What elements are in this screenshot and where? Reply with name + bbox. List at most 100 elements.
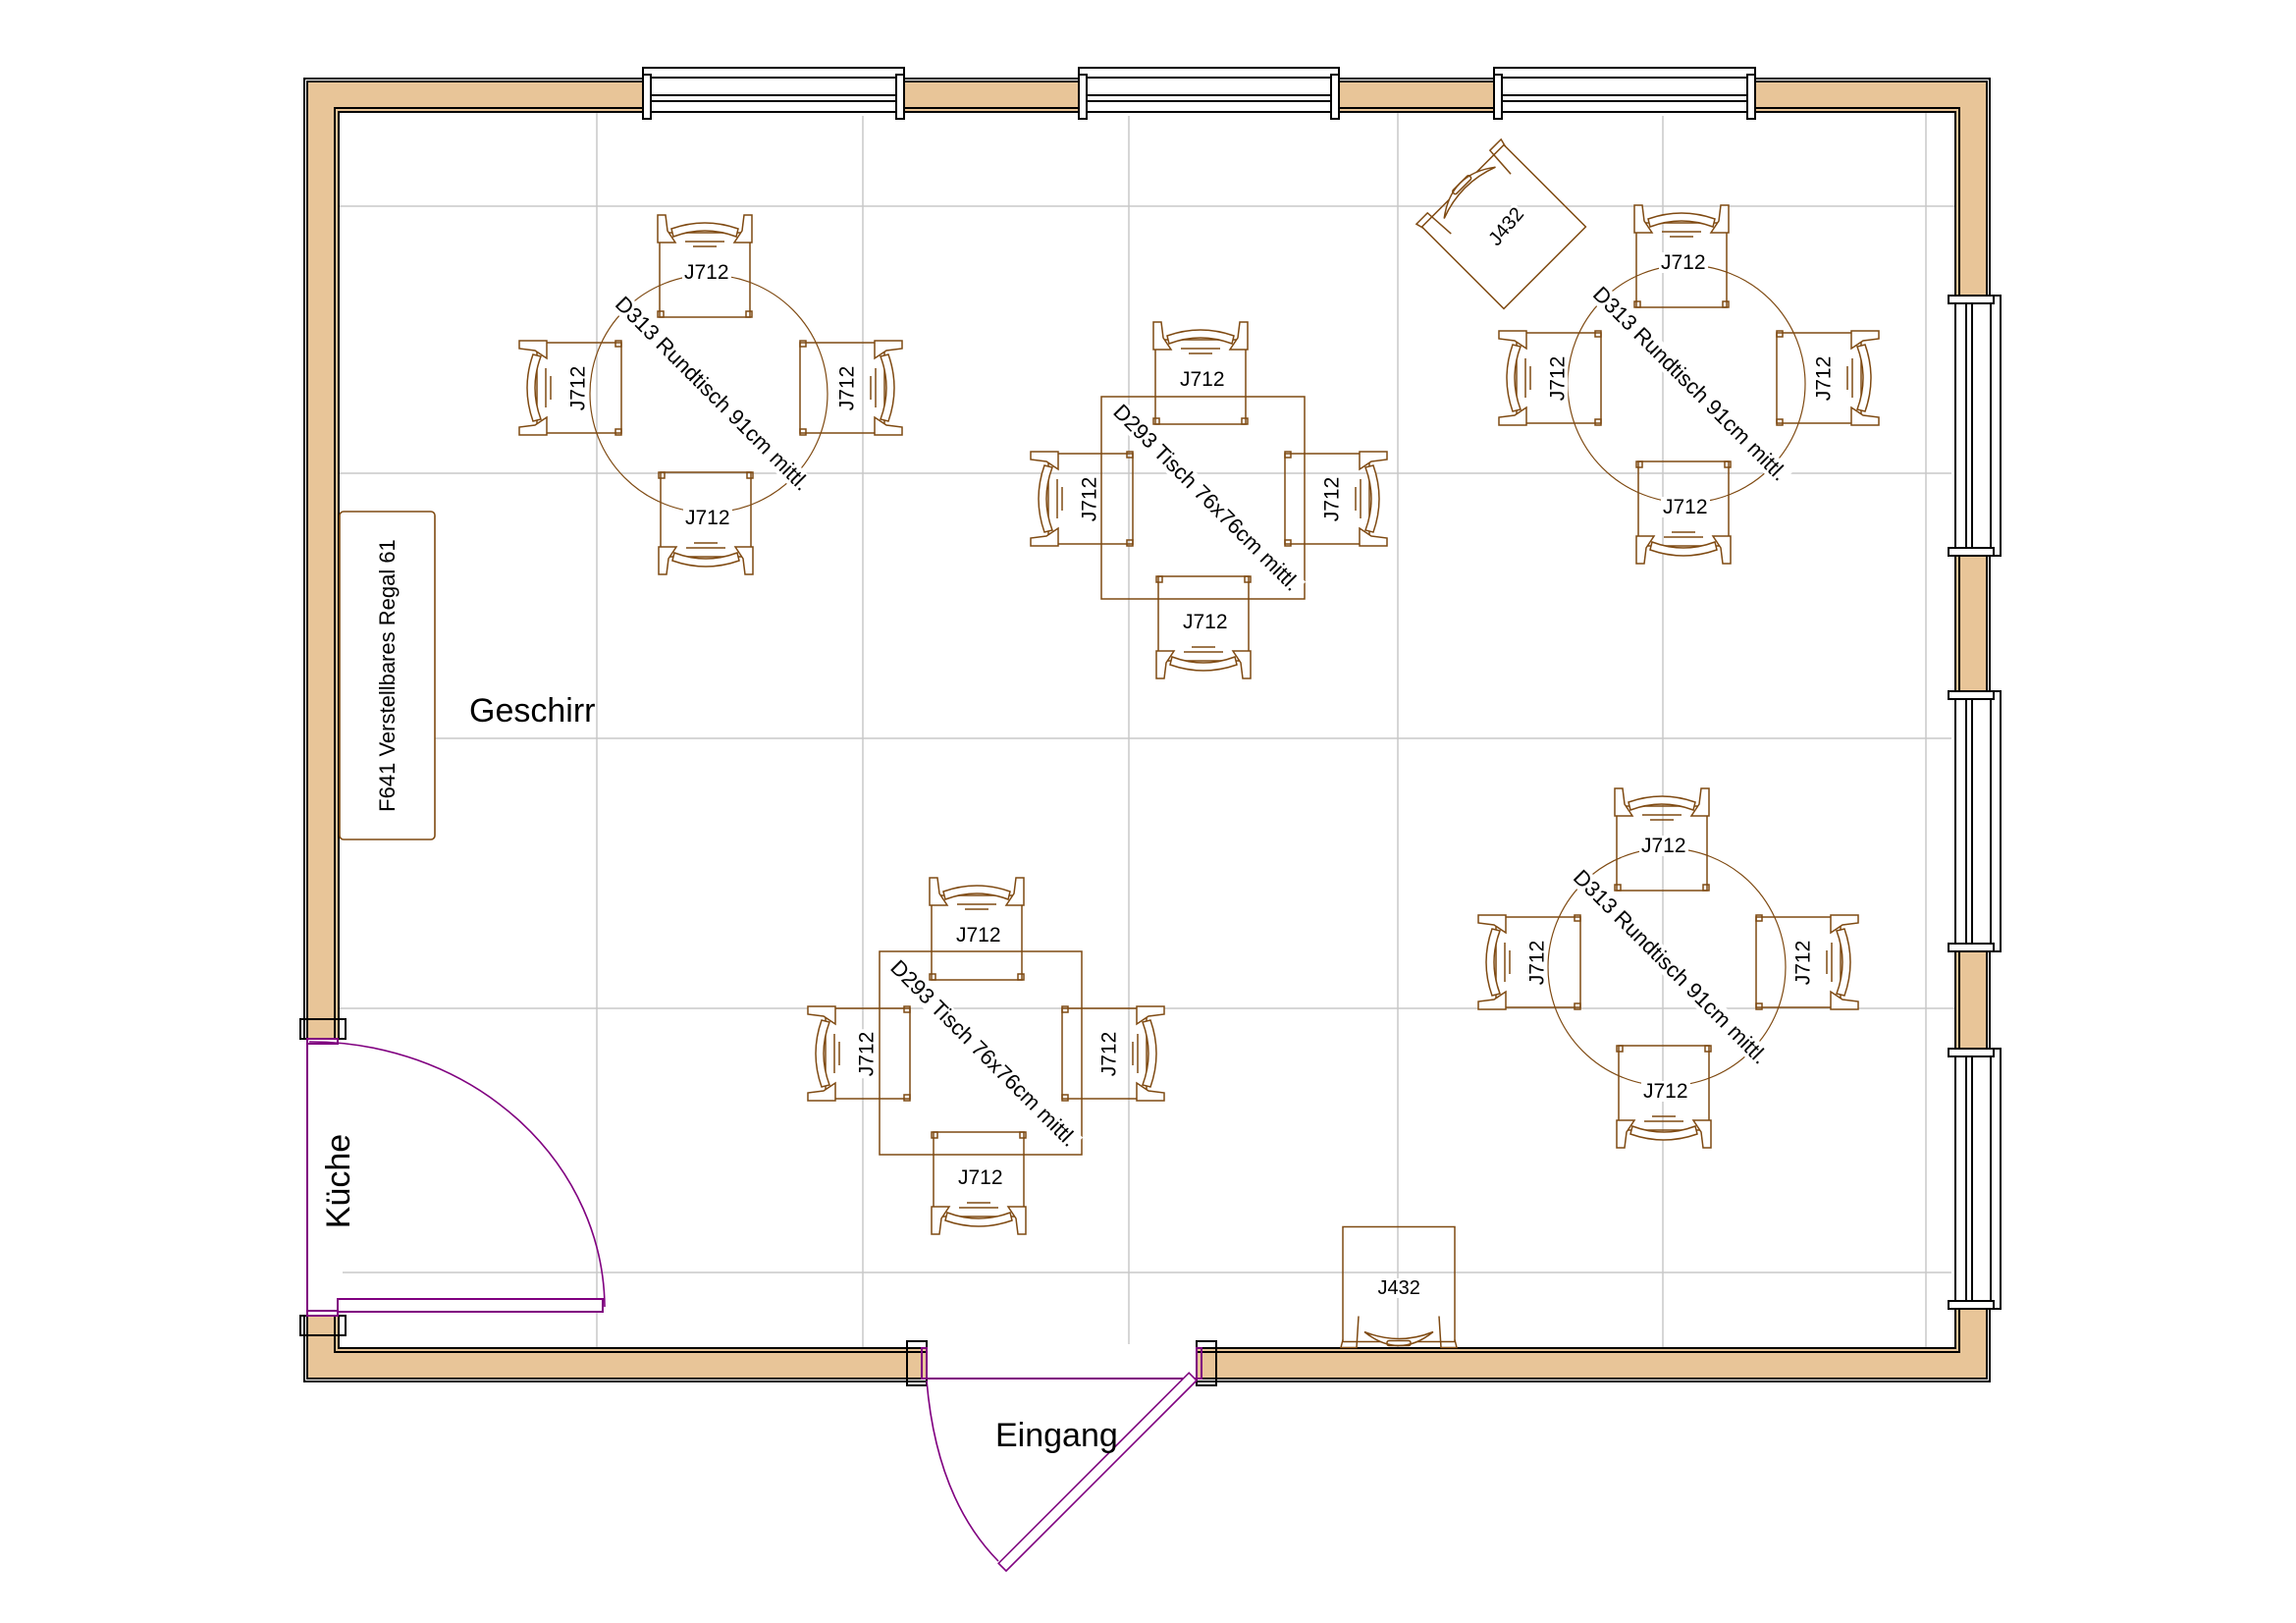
chair-label: J712 [683, 506, 732, 529]
chair-seat [536, 342, 622, 434]
chair-arm [732, 214, 753, 243]
table-square-2 [807, 877, 1165, 1235]
window-right [1948, 690, 2002, 952]
chair-seat [1616, 805, 1708, 892]
window-sill [1078, 67, 1340, 77]
chair-label: J712 [1320, 474, 1344, 523]
chair-arm [1830, 914, 1859, 935]
shelf-outline [339, 511, 436, 840]
chair-backrest [1506, 344, 1522, 412]
chair-arm [1635, 535, 1656, 565]
grid-lines [339, 112, 1955, 1348]
chair-arm [1030, 526, 1059, 547]
door-leaf [997, 1372, 1199, 1573]
chair-arm [1616, 1119, 1636, 1149]
chair-arm [658, 546, 678, 575]
chair-arm [874, 340, 903, 360]
chair-label: J712 [1812, 353, 1836, 403]
window-jamb [1948, 295, 1995, 304]
chair-j712 [1477, 914, 1581, 1010]
window-right [1948, 1048, 2002, 1310]
chair-j712 [1614, 787, 1710, 892]
window-sill [1992, 295, 2002, 557]
chair-label: J712 [835, 363, 859, 412]
window-jamb [895, 74, 905, 120]
chair-seat [1047, 453, 1134, 545]
chair-arm [929, 877, 949, 906]
chair-seat [933, 1131, 1025, 1217]
chair-backrest [1485, 928, 1501, 997]
armchair-handle [1452, 175, 1472, 195]
chair-backrest [670, 222, 739, 238]
table-square-1 [1030, 321, 1388, 679]
chair-j712 [1635, 460, 1732, 565]
room-label-kueche: Küche [320, 1133, 358, 1229]
chair-arm [1477, 990, 1507, 1010]
chair-arm [1006, 1206, 1027, 1235]
chair-arm [1633, 204, 1654, 234]
chair-arm [1136, 1081, 1165, 1102]
doors [299, 1018, 1217, 1573]
chair-seat [1516, 332, 1602, 424]
door-swing-arc [926, 1380, 999, 1562]
window-jamb [1948, 1048, 1995, 1057]
chair-arm [1359, 451, 1388, 471]
chair-backrest [1629, 1125, 1698, 1141]
chair-label: J712 [1181, 610, 1230, 633]
chair-arm [1850, 406, 1880, 426]
wall-outline-inner [334, 107, 1960, 1353]
chair-seat [1637, 460, 1730, 547]
chair-arm [1030, 451, 1059, 471]
chair-arm [1691, 1119, 1712, 1149]
window-top [1078, 67, 1340, 120]
window-sill [1493, 67, 1756, 77]
chair-arm [1152, 321, 1173, 351]
chair-backrest [880, 353, 895, 422]
chair-label: J712 [1178, 367, 1227, 391]
armchair-backrest [1363, 1330, 1434, 1347]
chair-arm [1004, 877, 1025, 906]
chair-arm [1709, 204, 1730, 234]
chair-seat [1495, 916, 1581, 1008]
chair-label: J712 [855, 1029, 879, 1078]
window-right [1948, 295, 2002, 557]
chair-j712 [799, 340, 903, 436]
chair-arm [1498, 406, 1527, 426]
chair-j712 [807, 1005, 911, 1102]
chair-j712 [657, 214, 753, 318]
chair-backrest [815, 1019, 830, 1088]
chair-j712 [1633, 204, 1730, 308]
chair-label: J712 [1791, 938, 1815, 987]
shelf-label: F641 Verstellbares Regal 61 [374, 539, 400, 812]
chair-j712 [1152, 321, 1249, 425]
chair-seat [1157, 575, 1250, 662]
chair-backrest [1647, 212, 1716, 228]
chair-backrest [1166, 329, 1235, 345]
window-sill [1992, 1048, 2002, 1310]
chair-backrest [1649, 541, 1718, 557]
armchair-arm [1438, 1316, 1458, 1349]
window-jamb [1493, 74, 1503, 120]
chair-j712 [929, 877, 1025, 981]
chair-arm [931, 1206, 951, 1235]
chair-j712 [1755, 914, 1859, 1010]
room-label-eingang: Eingang [995, 1417, 1118, 1454]
door-leaf [337, 1298, 604, 1313]
armchair-handle [1386, 1339, 1412, 1347]
window-sill [642, 67, 905, 77]
armchair-arm [1415, 211, 1452, 235]
table-round-3 [1477, 787, 1859, 1149]
chair-arm [1711, 535, 1732, 565]
chair-arm [518, 340, 548, 360]
chair-j712 [1776, 330, 1880, 426]
window-jamb [1948, 943, 1995, 952]
chair-j712 [1616, 1045, 1712, 1149]
window-jamb [1948, 690, 1995, 700]
chair-arm [733, 546, 754, 575]
chair-backrest [944, 1212, 1013, 1227]
chair-arm [1614, 787, 1634, 817]
walls [303, 78, 1991, 1382]
chair-seat [1776, 332, 1862, 424]
window-jamb [1948, 547, 1995, 557]
chair-backrest [671, 552, 740, 568]
